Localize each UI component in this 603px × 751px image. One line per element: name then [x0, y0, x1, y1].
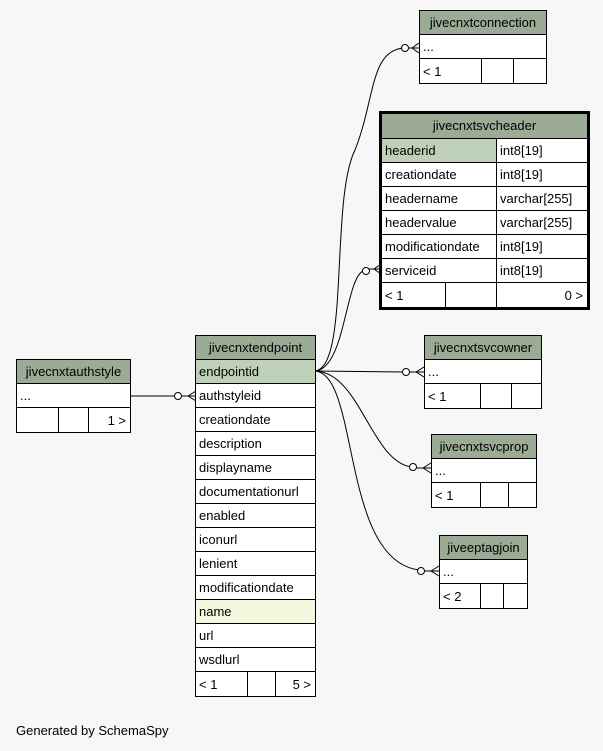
- table-jivecnxtsvcprop[interactable]: jivecnxtsvcprop ... < 1: [431, 434, 537, 508]
- column-name: creationdate: [199, 412, 271, 427]
- child-count: < 1: [199, 676, 218, 692]
- row-count: [247, 672, 275, 696]
- parent-count: 0 >: [496, 283, 587, 307]
- column-type: int8[19]: [496, 139, 587, 162]
- generated-by-label: Generated by SchemaSpy: [16, 723, 169, 738]
- column-name: headername: [385, 191, 458, 206]
- row-count: [480, 384, 511, 408]
- parent-count: 5 >: [275, 672, 315, 696]
- column-name: enabled: [199, 508, 246, 523]
- edge-endpoint-svcheader: [313, 270, 364, 372]
- child-count: < 1: [435, 487, 454, 503]
- parent-count: [511, 384, 541, 408]
- child-count: < 1: [385, 287, 404, 303]
- column-placeholder: ...: [20, 388, 31, 403]
- parent-count: 1 >: [88, 408, 130, 432]
- row-count: [58, 408, 88, 432]
- column-placeholder: ...: [428, 364, 439, 379]
- table-title: jiveeptagjoin: [440, 536, 527, 560]
- column-name: url: [199, 628, 214, 643]
- row-count: [480, 584, 503, 608]
- table-title: jivecnxtsvcheader: [382, 114, 587, 139]
- column-name: modificationdate: [199, 580, 294, 595]
- column-type: int8[19]: [496, 163, 587, 186]
- edge-endpoint-eptagjoin: [313, 370, 420, 571]
- column-type: int8[19]: [496, 259, 587, 282]
- table-title: jivecnxtsvcowner: [425, 336, 541, 360]
- table-jivecnxtconnection[interactable]: jivecnxtconnection ... < 1: [419, 10, 547, 84]
- column-name: iconurl: [199, 532, 238, 547]
- column-name: headervalue: [385, 215, 457, 230]
- row-count: [481, 59, 513, 83]
- table-jivecnxtauthstyle[interactable]: jivecnxtauthstyle ... 1 >: [16, 359, 131, 433]
- child-count: [17, 408, 58, 432]
- column-name: headerid: [382, 139, 496, 162]
- column-placeholder: ...: [423, 39, 434, 54]
- table-jivecnxtsvcowner[interactable]: jivecnxtsvcowner ... < 1: [424, 335, 542, 409]
- table-title: jivecnxtsvcprop: [432, 435, 536, 459]
- column-name: creationdate: [385, 167, 457, 182]
- child-count: < 1: [428, 388, 447, 404]
- column-name: serviceid: [385, 263, 437, 278]
- parent-count: [513, 59, 546, 83]
- table-jivecnxtendpoint[interactable]: jivecnxtendpoint endpointid authstyleid …: [195, 335, 316, 697]
- parent-count: [503, 584, 527, 608]
- table-title: jivecnxtconnection: [420, 11, 546, 35]
- column-name: authstyleid: [199, 388, 262, 403]
- table-jiveeptagjoin[interactable]: jiveeptagjoin ... < 2: [439, 535, 528, 609]
- row-count: [480, 483, 508, 507]
- parent-count: [508, 483, 536, 507]
- edge-endpoint-svcowner: [313, 370, 405, 373]
- child-count: < 2: [443, 588, 462, 604]
- column-name: modificationdate: [385, 239, 480, 254]
- column-type: int8[19]: [496, 235, 587, 258]
- table-title: jivecnxtendpoint: [196, 336, 315, 360]
- edge-endpoint-svcprop: [313, 370, 412, 468]
- column-name: name: [196, 600, 315, 623]
- column-name: description: [199, 436, 262, 451]
- column-type: varchar[255]: [496, 211, 587, 234]
- column-placeholder: ...: [443, 564, 454, 579]
- column-name: lenient: [199, 556, 238, 571]
- table-title: jivecnxtauthstyle: [17, 360, 130, 384]
- column-name: wsdlurl: [199, 652, 240, 667]
- column-name: documentationurl: [199, 484, 299, 499]
- column-placeholder: ...: [435, 463, 446, 478]
- edge-endpoint-connection: [313, 47, 405, 372]
- child-count: < 1: [423, 63, 442, 79]
- row-count: [445, 283, 496, 307]
- column-name: endpointid: [196, 360, 315, 383]
- column-type: varchar[255]: [496, 187, 587, 210]
- column-name: displayname: [199, 460, 272, 475]
